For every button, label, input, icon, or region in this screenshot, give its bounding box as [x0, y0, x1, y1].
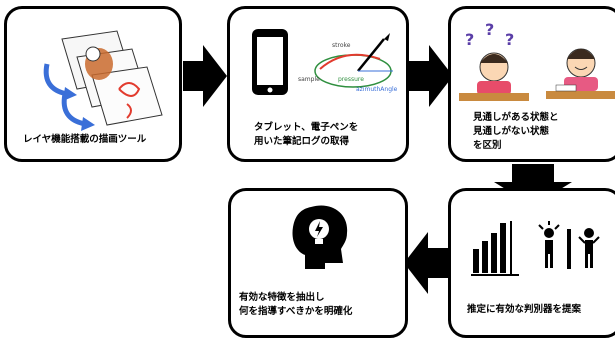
- pressure-label: pressure: [338, 76, 364, 83]
- step-caption: 有効な特徴を抽出し 何を指導すべきかを明確化: [239, 292, 353, 317]
- tablet-icon: [252, 29, 288, 95]
- right-arrow-icon: [409, 45, 453, 107]
- azimuth-label: azimuthAngle: [356, 86, 398, 93]
- step-box-distinguish-states: ? ? ? 見通しがある状態と 見通しがない状態 を区別: [448, 6, 615, 162]
- right-arrow-icon: [183, 45, 227, 107]
- step-box-drawing-tool: レイヤ機能搭載の描画ツール: [4, 6, 182, 162]
- bar-chart-icon: [471, 221, 519, 276]
- layered-drawing-illustration: [43, 30, 163, 131]
- left-arrow-icon: [404, 232, 448, 294]
- question-mark: ?: [465, 30, 474, 49]
- people-choice-icon: [538, 221, 600, 269]
- sample-label: sample: [298, 76, 320, 83]
- head-lightbulb-icon: [292, 205, 348, 269]
- confident-student-illustration: [546, 48, 615, 99]
- question-mark: ?: [505, 30, 514, 49]
- step-caption: 見通しがある状態と 見通しがない状態 を区別: [473, 112, 559, 151]
- step-caption: レイヤ機能搭載の描画ツール: [23, 134, 147, 145]
- step-box-pen-log: stroke pressure azimuthAngle sample タブレッ…: [227, 6, 409, 162]
- step-caption: 推定に有効な判別器を提案: [467, 304, 582, 315]
- down-arrow-icon: [494, 164, 572, 206]
- step-box-feature-extraction: 有効な特徴を抽出し 何を指導すべきかを明確化: [228, 188, 408, 338]
- pen-log-diagram: stroke pressure azimuthAngle sample: [298, 33, 398, 93]
- step-caption: タブレット、電子ペンを 用いた筆記ログの取得: [254, 122, 359, 147]
- stroke-label: stroke: [332, 42, 351, 49]
- question-mark: ?: [485, 20, 494, 39]
- step-box-classifier: 推定に有効な判別器を提案: [448, 188, 615, 338]
- confused-student-illustration: ? ? ?: [459, 20, 529, 101]
